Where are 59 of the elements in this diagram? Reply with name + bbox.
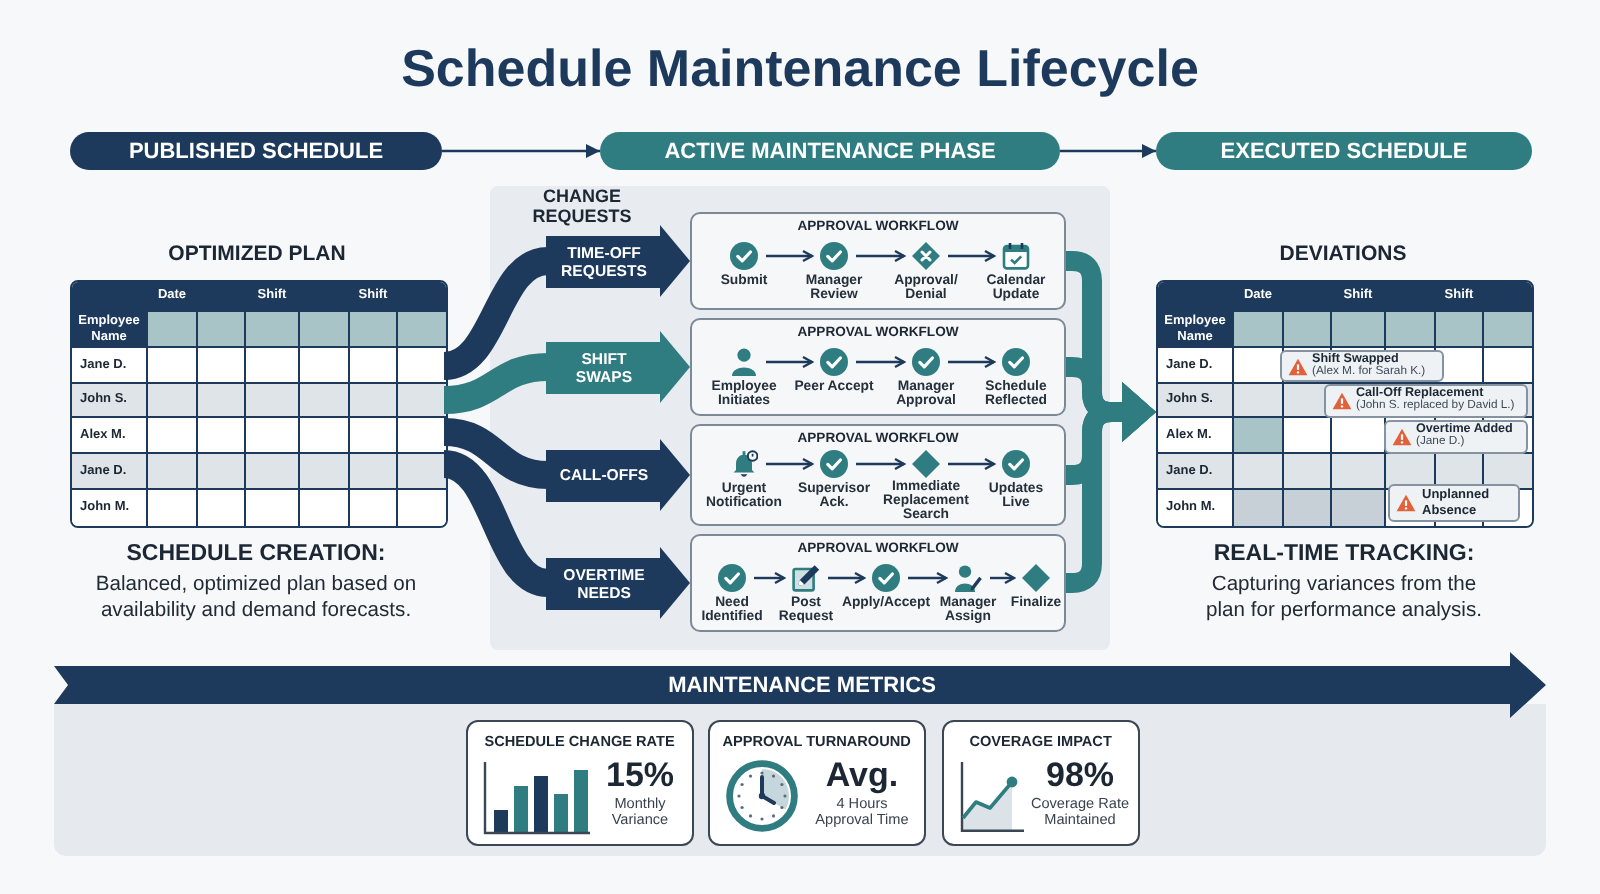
check-circle-icon [1002,348,1030,376]
arrow [856,355,906,369]
table-title: OPTIMIZED PLAN [168,240,346,268]
description-text: Balanced, optimized plan based on availability and demand forecasts. [93,572,419,624]
check-circle-icon [730,242,758,270]
diamond-icon [912,242,940,270]
metric-value: 98% [1045,756,1115,794]
arrow [990,571,1016,585]
section-heading: REAL-TIME TRACKING: [1213,540,1475,570]
check-circle-icon [820,348,848,376]
arrow [828,571,866,585]
check-circle-icon [718,564,746,592]
person-icon [730,348,758,376]
callout-note [1280,350,1444,382]
workflow-card [690,424,1066,526]
workflow-card [690,318,1066,416]
metric-value: Avg. [825,756,899,794]
stage-banner: ACTIVE MAINTENANCE PHASE [600,132,1060,170]
callout-note [1388,484,1520,522]
arrow [766,249,814,263]
bell-icon [730,450,758,478]
arrow [856,457,906,471]
check-circle-icon [820,242,848,270]
check-circle-icon [872,564,900,592]
arrow [754,571,786,585]
edit-icon [792,564,820,592]
arrow [856,249,906,263]
diamond-icon [1022,564,1050,592]
arrow [908,571,948,585]
check-circle-icon [912,348,940,376]
arrow [442,144,600,158]
metric-value: 15% [605,756,675,794]
flow-arrow [1062,382,1156,593]
arrow [948,355,996,369]
diamond-icon [912,450,940,478]
stage-banner: PUBLISHED SCHEDULE [70,132,442,170]
section-heading: SCHEDULE CREATION: [126,540,386,570]
arrow [1060,144,1156,158]
callout-note [1324,384,1528,418]
arrow [948,249,996,263]
check-circle-icon [820,450,848,478]
person-pen-icon [954,564,982,592]
workflow-card [690,212,1066,310]
section-heading: MAINTENANCE METRICS [668,671,936,699]
section-heading: CHANGE REQUESTS [530,188,634,226]
description-text: Capturing variances from the plan for performance analysis. [1204,572,1484,624]
metric-card [942,720,1140,846]
diagram-title: Schedule Maintenance Lifecycle [401,38,1199,98]
table-title: DEVIATIONS [1279,240,1407,268]
metric-card [708,720,926,846]
arrow [948,457,996,471]
arrow [766,457,814,471]
arrow [766,355,814,369]
metric-card [466,720,694,846]
workflow-card [690,534,1066,632]
stage-banner: EXECUTED SCHEDULE [1156,132,1532,170]
check-circle-icon [1002,450,1030,478]
callout-note [1384,420,1528,454]
calendar-icon [1002,242,1030,270]
